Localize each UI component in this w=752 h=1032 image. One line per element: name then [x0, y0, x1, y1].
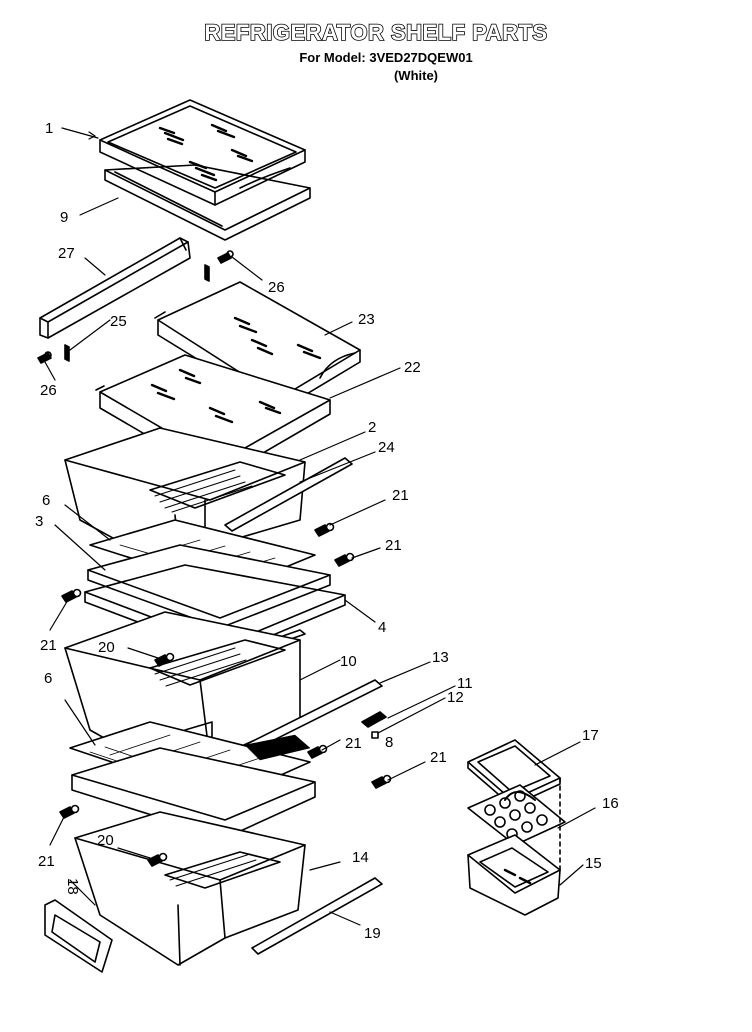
part-15-egg-bin: [467, 834, 561, 916]
callout-4: 4: [378, 619, 386, 636]
callout-18: 18: [64, 878, 81, 895]
part-21-screw-d: [307, 744, 328, 759]
part-25-clip-upper: [204, 264, 210, 282]
callout-26: 26: [268, 279, 285, 296]
color-line: (White): [393, 68, 439, 83]
part-16-egg-tray: [467, 784, 566, 846]
callout-25: 25: [110, 313, 127, 330]
callout-13: 13: [432, 649, 449, 666]
callout-17: 17: [582, 727, 599, 744]
part-18-label: [44, 899, 113, 973]
callout-2: 2: [368, 419, 376, 436]
callout-6: 6: [42, 492, 50, 509]
diagram-title: REFRIGERATOR SHELF PARTS: [204, 19, 548, 46]
callout-20: 20: [97, 832, 114, 849]
part-9-shelf-frame: [104, 164, 311, 241]
callout-19: 19: [364, 925, 381, 942]
callout-6: 6: [44, 670, 52, 687]
callout-21: 21: [385, 537, 402, 554]
callout-21: 21: [430, 749, 447, 766]
leader-lines: [44, 127, 596, 926]
callout-23: 23: [358, 311, 375, 328]
part-14-meat-pan: [74, 811, 306, 966]
callout-21: 21: [392, 487, 409, 504]
callout-12: 12: [447, 689, 464, 706]
part-26-screw-upper: [217, 250, 234, 264]
model-line: For Model: 3VED27DQEW01: [299, 50, 473, 65]
part-19-pan-trim: [251, 877, 383, 955]
callout-21: 21: [38, 853, 55, 870]
callout-1: 1: [45, 120, 53, 137]
part-27-shelf-rail: [39, 237, 191, 339]
part-21-screw-c: [61, 588, 82, 603]
part-11-12-8-slide-hardware: [361, 711, 387, 739]
callout-3: 3: [35, 513, 43, 530]
callout-11: 11: [457, 675, 473, 692]
callout-16: 16: [602, 795, 619, 812]
callout-labels: 1 9 27 26 25 23 22 26 2 24 6 21 3 21 21 …: [35, 120, 619, 942]
part-21-screw-b: [334, 552, 355, 567]
part-21-screw-f: [59, 804, 80, 819]
callout-24: 24: [378, 439, 395, 456]
callout-20: 20: [98, 639, 115, 656]
callout-22: 22: [404, 359, 421, 376]
callout-15: 15: [585, 855, 602, 872]
part-1-glass-shelf: [99, 99, 306, 206]
callout-8: 8: [385, 734, 393, 751]
callout-26: 26: [40, 382, 57, 399]
callout-21: 21: [345, 735, 362, 752]
part-26-screw-lower: [37, 351, 52, 364]
part-20-screw-lower: [147, 852, 168, 867]
callout-21: 21: [40, 637, 57, 654]
callout-9: 9: [60, 209, 68, 226]
callout-27: 27: [58, 245, 75, 262]
callout-10: 10: [340, 653, 357, 670]
part-21-screw-e: [371, 774, 392, 789]
callout-14: 14: [352, 849, 369, 866]
part-25-clip-lower: [64, 344, 70, 362]
part-21-screw-a: [314, 522, 335, 537]
part-20-screw-upper: [154, 652, 175, 667]
